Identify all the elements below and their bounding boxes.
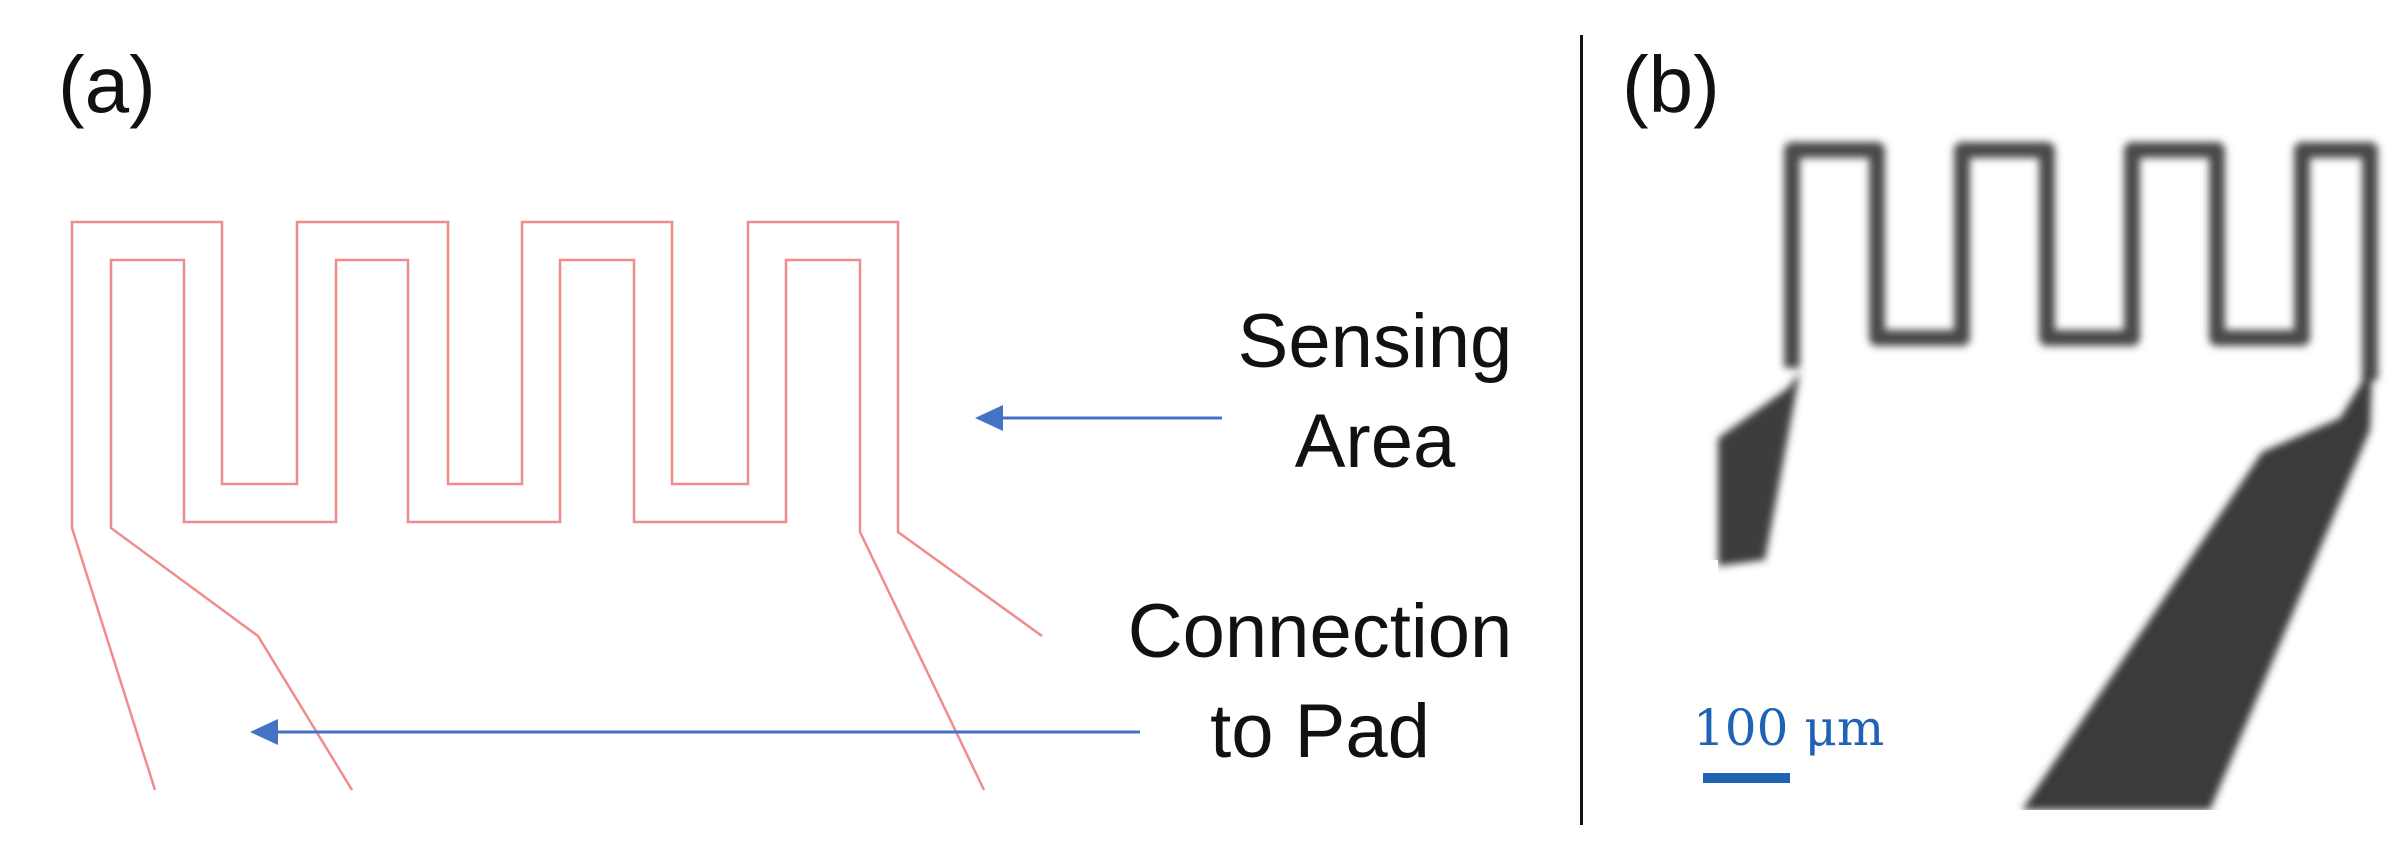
panel-a-label: (a) — [58, 40, 156, 129]
connection-label: Connection to Pad — [1100, 582, 1540, 782]
meander-outer-outline — [70, 220, 1043, 791]
micrograph-meander-trace — [1784, 142, 2378, 380]
micrograph-left-mask — [1700, 560, 1718, 820]
scale-bar — [1703, 773, 1790, 783]
meander-inner-outline — [109, 258, 986, 791]
connection-arrowhead — [250, 719, 278, 745]
panel-b-label: (b) — [1622, 40, 1720, 129]
micrograph-bottom-mask — [1700, 810, 2400, 840]
sensing-area-arrowhead — [975, 405, 1003, 431]
connection-line-2: to Pad — [1210, 689, 1430, 774]
micrograph-left-lead — [1718, 372, 1800, 566]
micrograph-right-lead — [2022, 372, 2372, 810]
sensing-area-line-1: Sensing — [1237, 299, 1513, 384]
connection-line-1: Connection — [1127, 589, 1513, 674]
panel-divider — [1580, 35, 1583, 825]
scale-bar-label: 100 μm — [1693, 699, 1885, 757]
sensing-area-line-2: Area — [1294, 399, 1456, 484]
sensing-area-label: Sensing Area — [1200, 292, 1550, 492]
